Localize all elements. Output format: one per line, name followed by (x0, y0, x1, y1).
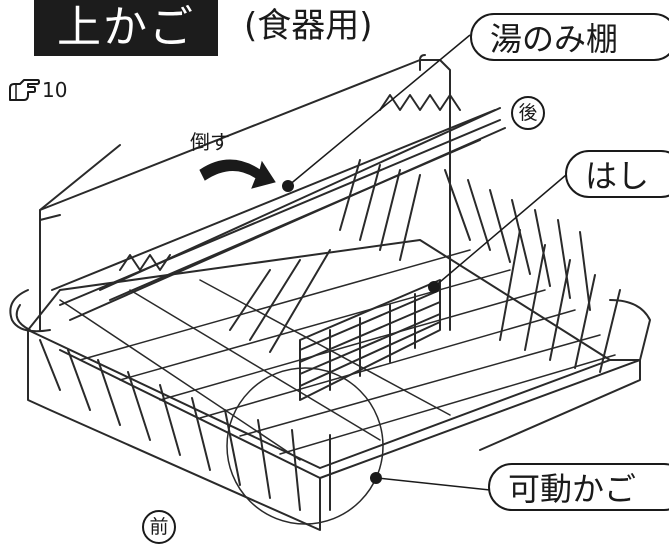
page-title: 上かご (34, 0, 218, 56)
callout-cup-shelf: 湯のみ棚 (470, 13, 669, 61)
leader-movable-basket (377, 477, 491, 491)
marker-back: 後 (511, 96, 545, 130)
leader-dot-chopstick-holder (428, 281, 440, 293)
handle-left (9, 289, 51, 333)
rear-tines (339, 159, 621, 373)
chopstick-holder (299, 279, 441, 401)
leader-dot-movable-basket (370, 472, 382, 484)
basket-floor-frame (27, 239, 611, 469)
handle-right (609, 299, 651, 361)
leader-dot-cup-shelf (282, 180, 294, 192)
page-reference: 10 (8, 76, 67, 104)
callout-movable-basket: 可動かご (488, 463, 669, 511)
side-frame-rear (419, 59, 451, 331)
fold-action-label: 倒す (190, 130, 230, 154)
movable-basket-highlight (226, 367, 384, 525)
front-tines (39, 249, 331, 511)
basket-floor-frame-inner (59, 349, 641, 479)
marker-front: 前 (142, 510, 176, 544)
reference-number: 10 (42, 78, 68, 102)
floor-wires (59, 249, 616, 461)
callout-chopstick-holder: はし (565, 150, 669, 198)
leader-chopstick-holder (433, 174, 567, 288)
side-frame-left (39, 144, 121, 331)
page-subtitle: (食器用) (244, 6, 373, 46)
cup-shelf (39, 59, 506, 321)
pointing-hand-icon (9, 79, 40, 101)
fold-arrow-icon (199, 159, 276, 189)
leader-cup-shelf (287, 34, 471, 187)
